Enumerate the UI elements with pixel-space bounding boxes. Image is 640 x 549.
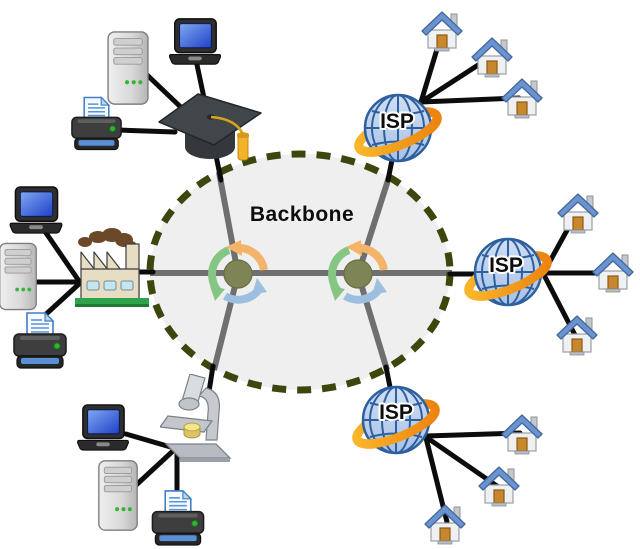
link-printer-factory	[41, 281, 82, 319]
cluster-isp-right: ISP	[464, 193, 634, 356]
printer-icon	[151, 490, 205, 546]
cluster-campus	[71, 18, 263, 162]
laptop-icon	[168, 18, 222, 65]
isp-bottom-label: ISP	[379, 401, 413, 424]
laptop-icon	[9, 186, 63, 234]
link-isp-bottom-house2	[423, 434, 500, 489]
link-laptop-factory	[41, 227, 82, 284]
backbone-label: Backbone	[250, 203, 354, 226]
house-icon	[501, 78, 543, 119]
link-node2-isp-bottom	[355, 273, 390, 371]
laptop-icon	[76, 404, 130, 451]
printer-icon	[13, 312, 67, 369]
link-server-microscope	[131, 447, 177, 490]
server-icon	[98, 460, 138, 531]
isp-right-label: ISP	[489, 254, 523, 277]
cluster-isp-bottom: ISP	[352, 387, 543, 545]
backbone-internal-links	[150, 171, 452, 371]
printer-icon	[71, 96, 122, 151]
link-node1-lab	[211, 273, 241, 371]
microscope-icon	[160, 374, 231, 463]
cluster-isp-top: ISP	[354, 11, 543, 161]
house-icon	[478, 466, 520, 507]
house-icon	[557, 193, 599, 234]
house-icon	[471, 37, 513, 78]
server-icon	[0, 242, 37, 311]
house-icon	[592, 252, 634, 293]
link-laptop-microscope	[123, 431, 177, 451]
factory-icon	[74, 227, 150, 308]
link-printer-cap	[115, 127, 178, 135]
link-node2-isp-top	[355, 176, 392, 275]
house-icon	[501, 414, 543, 455]
house-icon	[556, 315, 598, 356]
link-node1-campus	[216, 171, 241, 275]
server-icon	[107, 31, 149, 105]
isp-top-label: ISP	[380, 110, 414, 133]
house-icon	[424, 504, 466, 545]
house-icon	[421, 11, 463, 52]
cluster-lab	[76, 374, 231, 546]
